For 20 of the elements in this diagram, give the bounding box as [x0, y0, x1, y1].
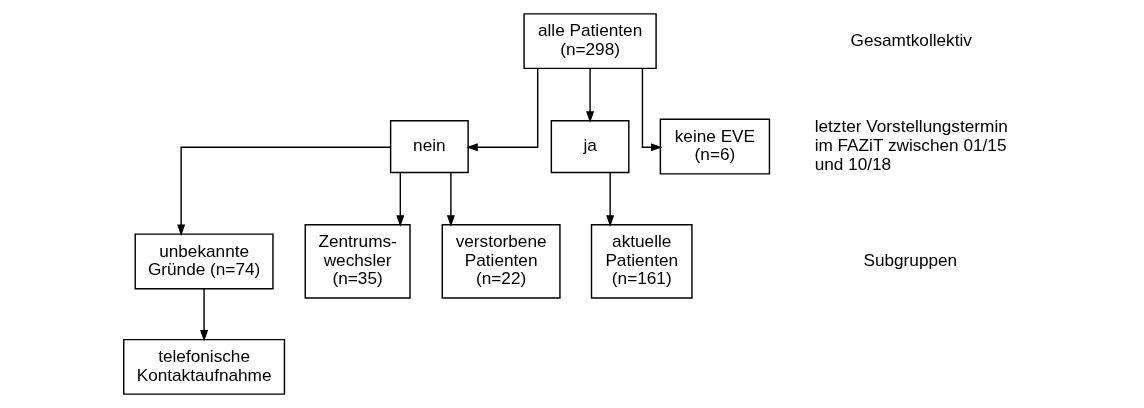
arrow [641, 67, 663, 152]
node-box: aktuelle Patienten (n=161) [590, 224, 693, 299]
node-box: keine EVE (n=6) [659, 118, 770, 175]
node-box: nein [389, 120, 469, 174]
arrow [176, 146, 391, 236]
label: Subgruppen [862, 249, 957, 270]
node-box: Zentrums- wechsler (n=35) [304, 224, 411, 299]
arrow [605, 171, 614, 227]
arrow [199, 288, 208, 342]
arrow [465, 67, 538, 152]
node-box: ja [550, 120, 630, 174]
arrow [446, 171, 455, 227]
label: letzter Vorstellungstermin im FAZiT zwischen 01/15 und 10/18 [814, 116, 1008, 174]
arrow [395, 171, 404, 227]
node-box: verstorbene Patienten (n=22) [441, 224, 561, 299]
node-box: unbekannte Gründe (n=74) [134, 233, 274, 290]
node-box: telefonische Kontaktaufnahme [122, 338, 285, 395]
arrow [585, 68, 594, 123]
label: Gesamtkollektiv [850, 29, 972, 50]
node-box: alle Patienten (n=298) [522, 13, 657, 70]
